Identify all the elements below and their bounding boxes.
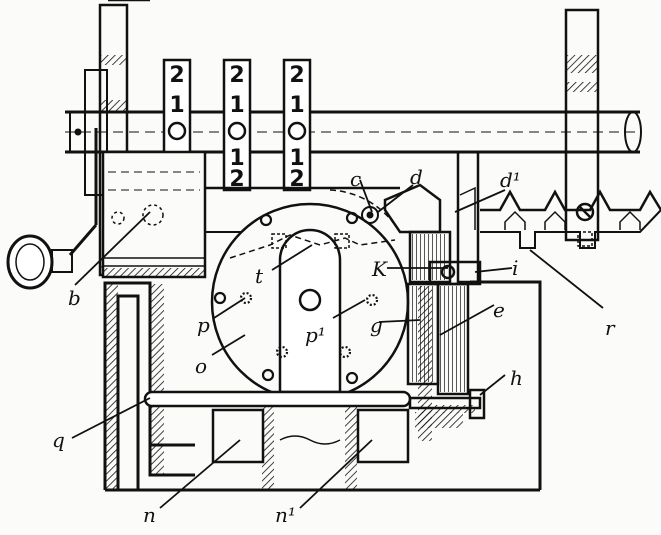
lever-and-rack (383, 150, 661, 284)
digit-wheel-2-top: 2 (229, 63, 244, 88)
label-q: q (52, 428, 65, 452)
main-shaft (65, 110, 642, 154)
label-g: g (370, 313, 383, 337)
large-disc (210, 189, 410, 402)
label-n1: n¹ (275, 503, 296, 527)
digit-wheel-2-lower: 2 (229, 167, 244, 192)
digit-wheel-3: 2 1 1 2 (282, 58, 312, 192)
supports (211, 408, 410, 464)
right-tall-gear (564, 8, 600, 242)
label-t: t (255, 264, 264, 288)
left-housing (101, 150, 400, 279)
label-p1: p¹ (305, 323, 326, 347)
digit-wheel-1-middle: 1 (169, 93, 184, 118)
label-b: b (68, 286, 81, 310)
label-c: c (350, 167, 361, 191)
label-d1: d¹ (500, 168, 521, 192)
digit-wheel-3-middle: 1 (289, 93, 304, 118)
label-n: n (143, 503, 156, 527)
label-d: d (410, 165, 423, 189)
digit-wheel-3-lower: 2 (289, 167, 304, 192)
digit-wheel-3-top: 2 (289, 63, 304, 88)
crank-handle (6, 69, 108, 290)
labels: b c d d¹ e g h i K n n¹ o p p¹ q r t (52, 165, 616, 527)
label-o: o (195, 354, 207, 378)
digit-wheel-2: 2 1 1 2 (222, 58, 252, 192)
label-r: r (605, 316, 616, 340)
label-p: p (197, 313, 210, 337)
digit-wheel-2-bottom: 1 (229, 146, 244, 171)
digit-wheel-1-top: 2 (169, 63, 184, 88)
gear-stack (406, 260, 482, 396)
digit-wheel-3-bottom: 1 (289, 146, 304, 171)
leader-lines (71, 179, 604, 509)
lower-shaft (143, 388, 486, 428)
label-i: i (512, 256, 518, 280)
label-k: K (371, 257, 388, 281)
label-e: e (493, 298, 505, 322)
label-h: h (510, 366, 523, 390)
digit-wheel-2-middle: 1 (229, 93, 244, 118)
